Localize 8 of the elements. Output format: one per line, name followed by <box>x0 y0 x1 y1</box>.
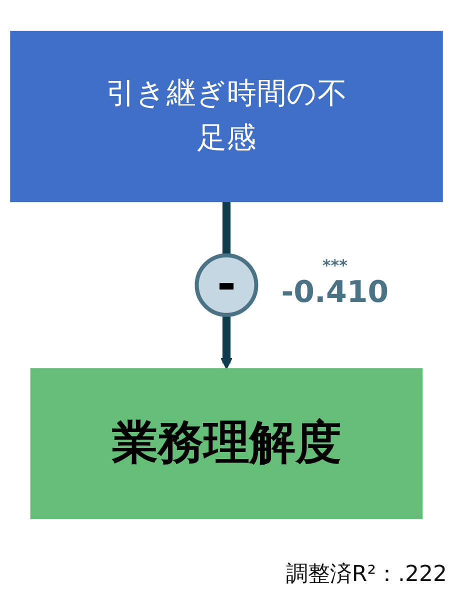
fit-statistic: 調整済R²：.222 <box>286 561 447 589</box>
coefficient-value: -0.410 <box>281 274 389 310</box>
arrow <box>220 314 232 370</box>
connector <box>222 201 231 256</box>
significance-mark: *** <box>321 256 348 275</box>
node-box: 引き継ぎ時間の不足感 <box>10 30 443 202</box>
node-box: 業務理解度 <box>30 368 423 520</box>
node-circle: - <box>194 253 258 317</box>
